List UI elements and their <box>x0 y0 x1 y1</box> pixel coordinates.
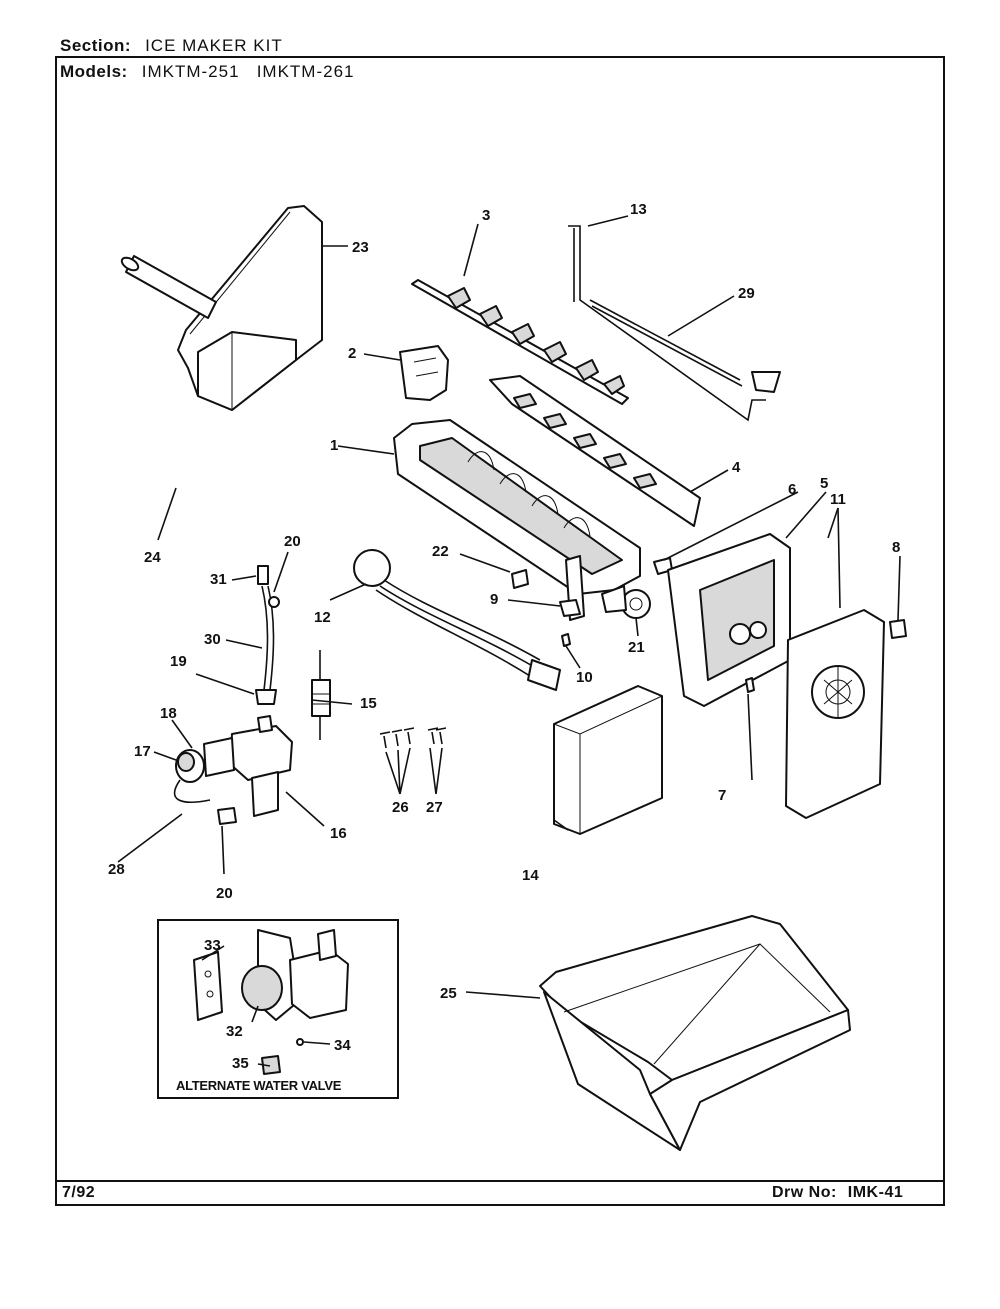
part-5-housing <box>667 533 791 707</box>
part-13-arm <box>568 225 781 422</box>
footer-date: 7/92 <box>62 1184 96 1201</box>
drawing-frame <box>55 56 945 1206</box>
part-15-coupling <box>311 650 331 740</box>
part-3-ejector <box>411 279 629 405</box>
section-label: Section: <box>60 36 132 55</box>
callout-32: 32 <box>226 1023 243 1040</box>
callout-21: 21 <box>628 639 645 656</box>
callout-8: 8 <box>892 539 900 556</box>
callout-35: 35 <box>232 1055 249 1072</box>
callout-25: 25 <box>440 985 457 1002</box>
footer-divider <box>55 1180 945 1182</box>
part-1-mold <box>393 419 641 621</box>
section-value: ICE MAKER KIT <box>145 36 283 55</box>
part-10-screw <box>561 633 571 647</box>
part-22-clip <box>511 569 529 589</box>
drawing-label: Drw No: <box>772 1184 837 1201</box>
callout-24: 24 <box>144 549 161 566</box>
part-21-motor-gear <box>601 585 651 619</box>
callout-23: 23 <box>352 239 369 256</box>
part-9-plate <box>559 599 581 617</box>
part-33-bracket <box>193 951 223 1021</box>
part-26-27-screws <box>379 727 447 749</box>
callout-34: 34 <box>334 1037 351 1054</box>
part-11-motor-cover <box>785 609 885 819</box>
callout-20-lower: 20 <box>216 885 233 902</box>
callout-14: 14 <box>522 867 539 884</box>
footer-drawing-number: Drw No: IMK-41 <box>772 1184 903 1202</box>
callout-3: 3 <box>482 207 490 224</box>
callout-9: 9 <box>490 591 498 608</box>
leader-lines <box>117 215 901 1067</box>
models-value: IMKTM-251 IMKTM-261 <box>141 62 355 81</box>
part-24-tube <box>120 255 217 319</box>
callout-15: 15 <box>360 695 377 712</box>
part-25-ice-bin <box>539 915 851 1151</box>
callout-31: 31 <box>210 571 227 588</box>
part-34-washer <box>296 1038 304 1046</box>
part-35-restrictor <box>261 1055 281 1075</box>
callout-17: 17 <box>134 743 151 760</box>
callout-22: 22 <box>432 543 449 560</box>
part-23-cover <box>177 205 323 411</box>
callout-12: 12 <box>314 609 331 626</box>
part-16-valve <box>173 715 293 825</box>
callout-labels: 1 2 3 4 5 6 7 8 9 10 11 12 13 14 15 16 1… <box>108 201 900 1072</box>
callout-18: 18 <box>160 705 177 722</box>
callout-4: 4 <box>732 459 741 476</box>
part-8-screw <box>889 619 907 639</box>
callout-28: 28 <box>108 861 125 878</box>
callout-10: 10 <box>576 669 593 686</box>
callout-16: 16 <box>330 825 347 842</box>
callout-6: 6 <box>788 481 796 498</box>
callout-11: 11 <box>830 491 846 508</box>
part-7-screw <box>745 677 755 693</box>
callout-33: 33 <box>204 937 221 954</box>
section-header: Section: ICE MAKER KIT <box>60 36 283 56</box>
inset-alternate-water-valve: ALTERNATE WATER VALVE <box>157 919 399 1099</box>
models-label: Models: <box>60 62 128 81</box>
part-4-stripper <box>489 375 701 527</box>
part-2-bracket <box>399 345 449 401</box>
callout-13: 13 <box>630 201 647 218</box>
part-32-solenoid <box>241 965 283 1011</box>
callout-2: 2 <box>348 345 356 362</box>
drawing-number: IMK-41 <box>847 1184 904 1201</box>
callout-27: 27 <box>426 799 443 816</box>
part-30-hose <box>255 565 280 705</box>
callout-1: 1 <box>330 437 338 454</box>
part-29-rod <box>589 299 743 387</box>
callout-7: 7 <box>718 787 726 804</box>
callout-30: 30 <box>204 631 221 648</box>
inset-title: ALTERNATE WATER VALVE <box>176 1078 342 1093</box>
models-header: Models: IMKTM-251 IMKTM-261 <box>60 62 355 82</box>
callout-5: 5 <box>820 475 828 492</box>
callout-20-upper: 20 <box>284 533 301 550</box>
part-12-harness <box>353 549 561 691</box>
callout-29: 29 <box>738 285 755 302</box>
part-14-box <box>553 685 663 835</box>
callout-26: 26 <box>392 799 409 816</box>
callout-19: 19 <box>170 653 187 670</box>
